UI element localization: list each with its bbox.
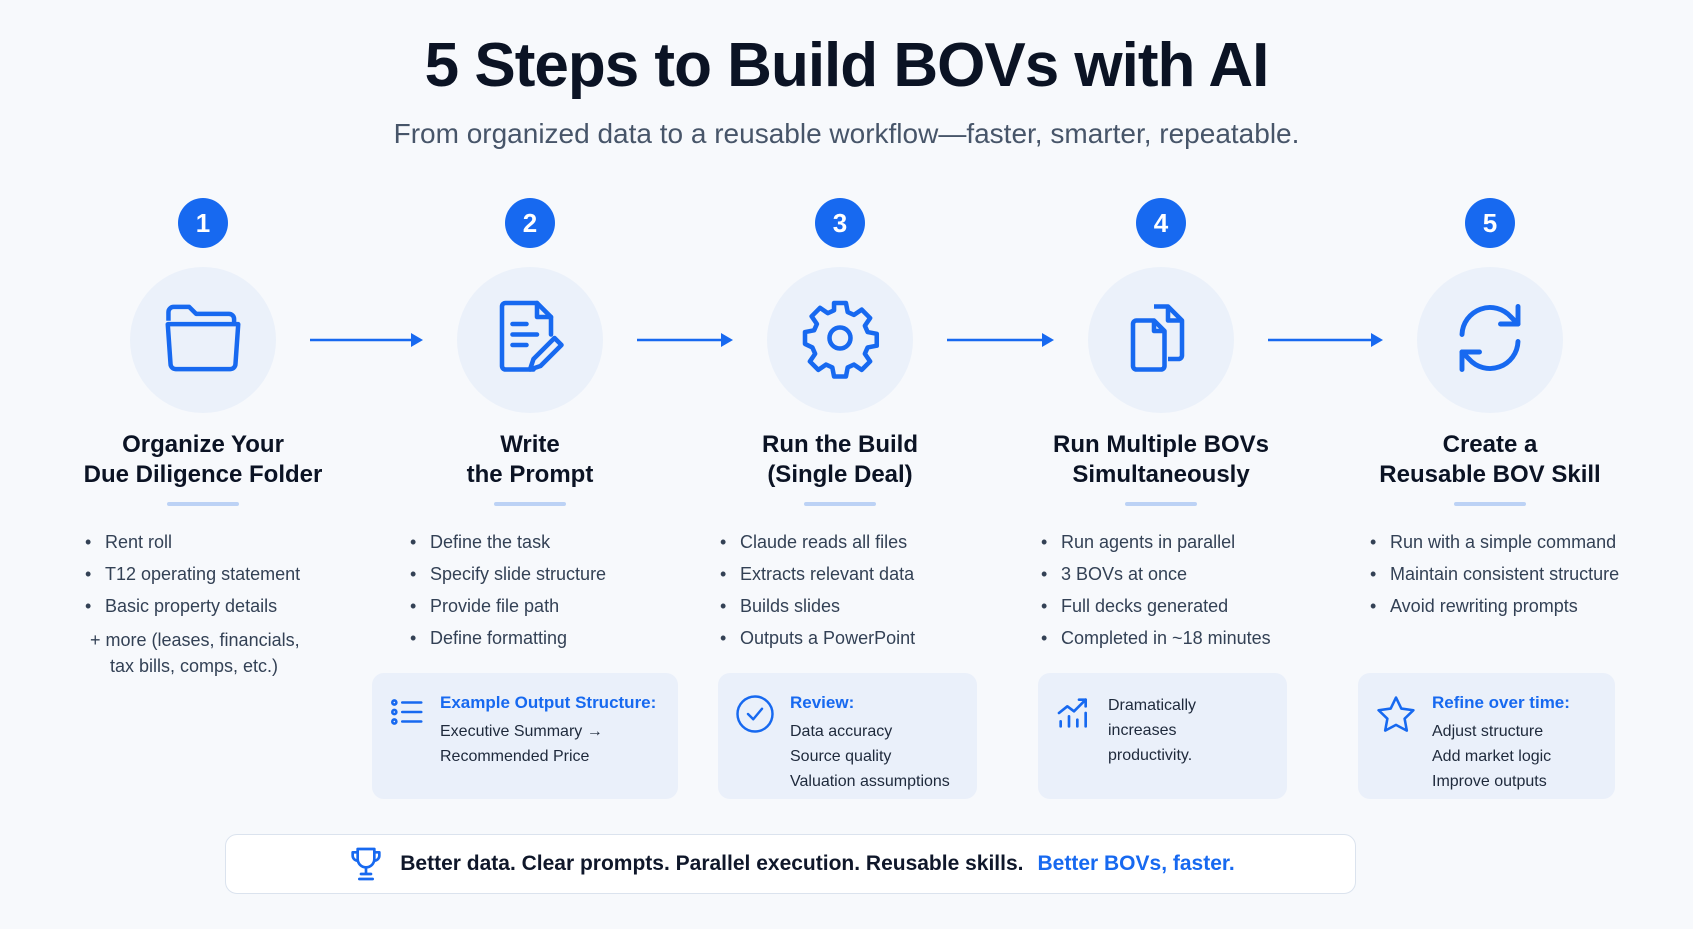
step-title: Run the Build(Single Deal) — [762, 431, 918, 488]
bullet-item: Avoid rewriting prompts — [1370, 594, 1619, 626]
callout-line: Recommended Price — [440, 748, 590, 765]
arrow-right-icon — [637, 333, 733, 347]
divider — [494, 502, 566, 506]
step-number-badge: 4 — [1136, 198, 1186, 248]
bullet-item: Define the task — [410, 530, 606, 562]
arrow-right-icon — [947, 333, 1054, 347]
bullet-item: Builds slides — [720, 594, 915, 626]
divider — [804, 502, 876, 506]
step-number-badge: 2 — [505, 198, 555, 248]
arrow-right-icon — [310, 333, 423, 347]
bullet-item: Specify slide structure — [410, 562, 606, 594]
step-icon-circle — [1417, 267, 1563, 413]
bullet-item: Claude reads all files — [720, 530, 915, 562]
step-bullets: Claude reads all filesExtracts relevant … — [720, 530, 915, 658]
bullet-item: Extracts relevant data — [720, 562, 915, 594]
folder-icon — [161, 300, 245, 381]
page-subtitle: From organized data to a reusable workfl… — [393, 118, 1300, 149]
callout-line: productivity. — [1108, 747, 1193, 764]
step-bullets: Rent rollT12 operating statementBasic pr… — [85, 530, 300, 626]
documents-icon — [1119, 296, 1203, 385]
callout-line: Add market logic — [1432, 748, 1552, 765]
step-icon-circle — [1088, 267, 1234, 413]
step-bullets: Run agents in parallel3 BOVs at onceFull… — [1041, 530, 1271, 658]
callout-line: Valuation assumptions — [790, 773, 950, 790]
callout-title: Refine over time: — [1432, 693, 1570, 712]
bullet-item: Run agents in parallel — [1041, 530, 1271, 562]
bullet-item: Run with a simple command — [1370, 530, 1619, 562]
callout-line: Data accuracy — [790, 723, 893, 740]
step-icon-circle — [457, 267, 603, 413]
bullet-item: Provide file path — [410, 594, 606, 626]
callout-line: Source quality — [790, 748, 892, 765]
star-icon — [1374, 693, 1418, 779]
bullet-item: Outputs a PowerPoint — [720, 626, 915, 658]
bullet-item: Define formatting — [410, 626, 606, 658]
callout-line: Dramatically — [1108, 697, 1197, 714]
step-callout-box: Example Output Structure: Executive Summa… — [372, 673, 678, 799]
callout-line: Improve outputs — [1432, 773, 1547, 790]
arrow-right-icon — [1268, 333, 1383, 347]
divider — [1454, 502, 1526, 506]
step-number-badge: 3 — [815, 198, 865, 248]
trophy-icon — [351, 847, 381, 881]
footer-banner: Better data. Clear prompts. Parallel exe… — [225, 834, 1356, 894]
bullet-item: Maintain consistent structure — [1370, 562, 1619, 594]
gear-icon — [798, 296, 882, 385]
step-number-badge: 5 — [1465, 198, 1515, 248]
chart-up-icon — [1054, 693, 1094, 779]
bullet-item: 3 BOVs at once — [1041, 562, 1271, 594]
check-circle-icon — [734, 693, 776, 779]
bullet-item: T12 operating statement — [85, 562, 300, 594]
footer-text: Better data. Clear prompts. Parallel exe… — [400, 852, 1024, 875]
list-icon — [388, 693, 426, 779]
callout-line: Executive Summary → — [440, 723, 603, 740]
step-icon-circle — [767, 267, 913, 413]
page-title: 5 Steps to Build BOVs with AI — [424, 31, 1270, 100]
document-edit-icon — [488, 296, 572, 385]
step-bullets: Run with a simple commandMaintain consis… — [1370, 530, 1619, 626]
bullet-item: Full decks generated — [1041, 594, 1271, 626]
more-note: + more (leases, financials,tax bills, co… — [90, 630, 300, 676]
callout-line: Adjust structure — [1432, 723, 1544, 740]
step-bullets: Define the taskSpecify slide structurePr… — [410, 530, 606, 658]
step-callout-box: Dramatically increases productivity. — [1038, 673, 1287, 799]
divider — [1125, 502, 1197, 506]
footer-highlight: Better BOVs, faster. — [1037, 852, 1235, 875]
bullet-item: Rent roll — [85, 530, 300, 562]
callout-line: increases — [1108, 722, 1177, 739]
bullet-item: Completed in ~18 minutes — [1041, 626, 1271, 658]
callout-title: Review: — [790, 693, 855, 712]
step-icon-circle — [130, 267, 276, 413]
divider — [167, 502, 239, 506]
bullet-item: Basic property details — [85, 594, 300, 626]
callout-title: Example Output Structure: — [440, 693, 657, 712]
step-number-badge: 1 — [178, 198, 228, 248]
refresh-icon — [1448, 296, 1532, 385]
